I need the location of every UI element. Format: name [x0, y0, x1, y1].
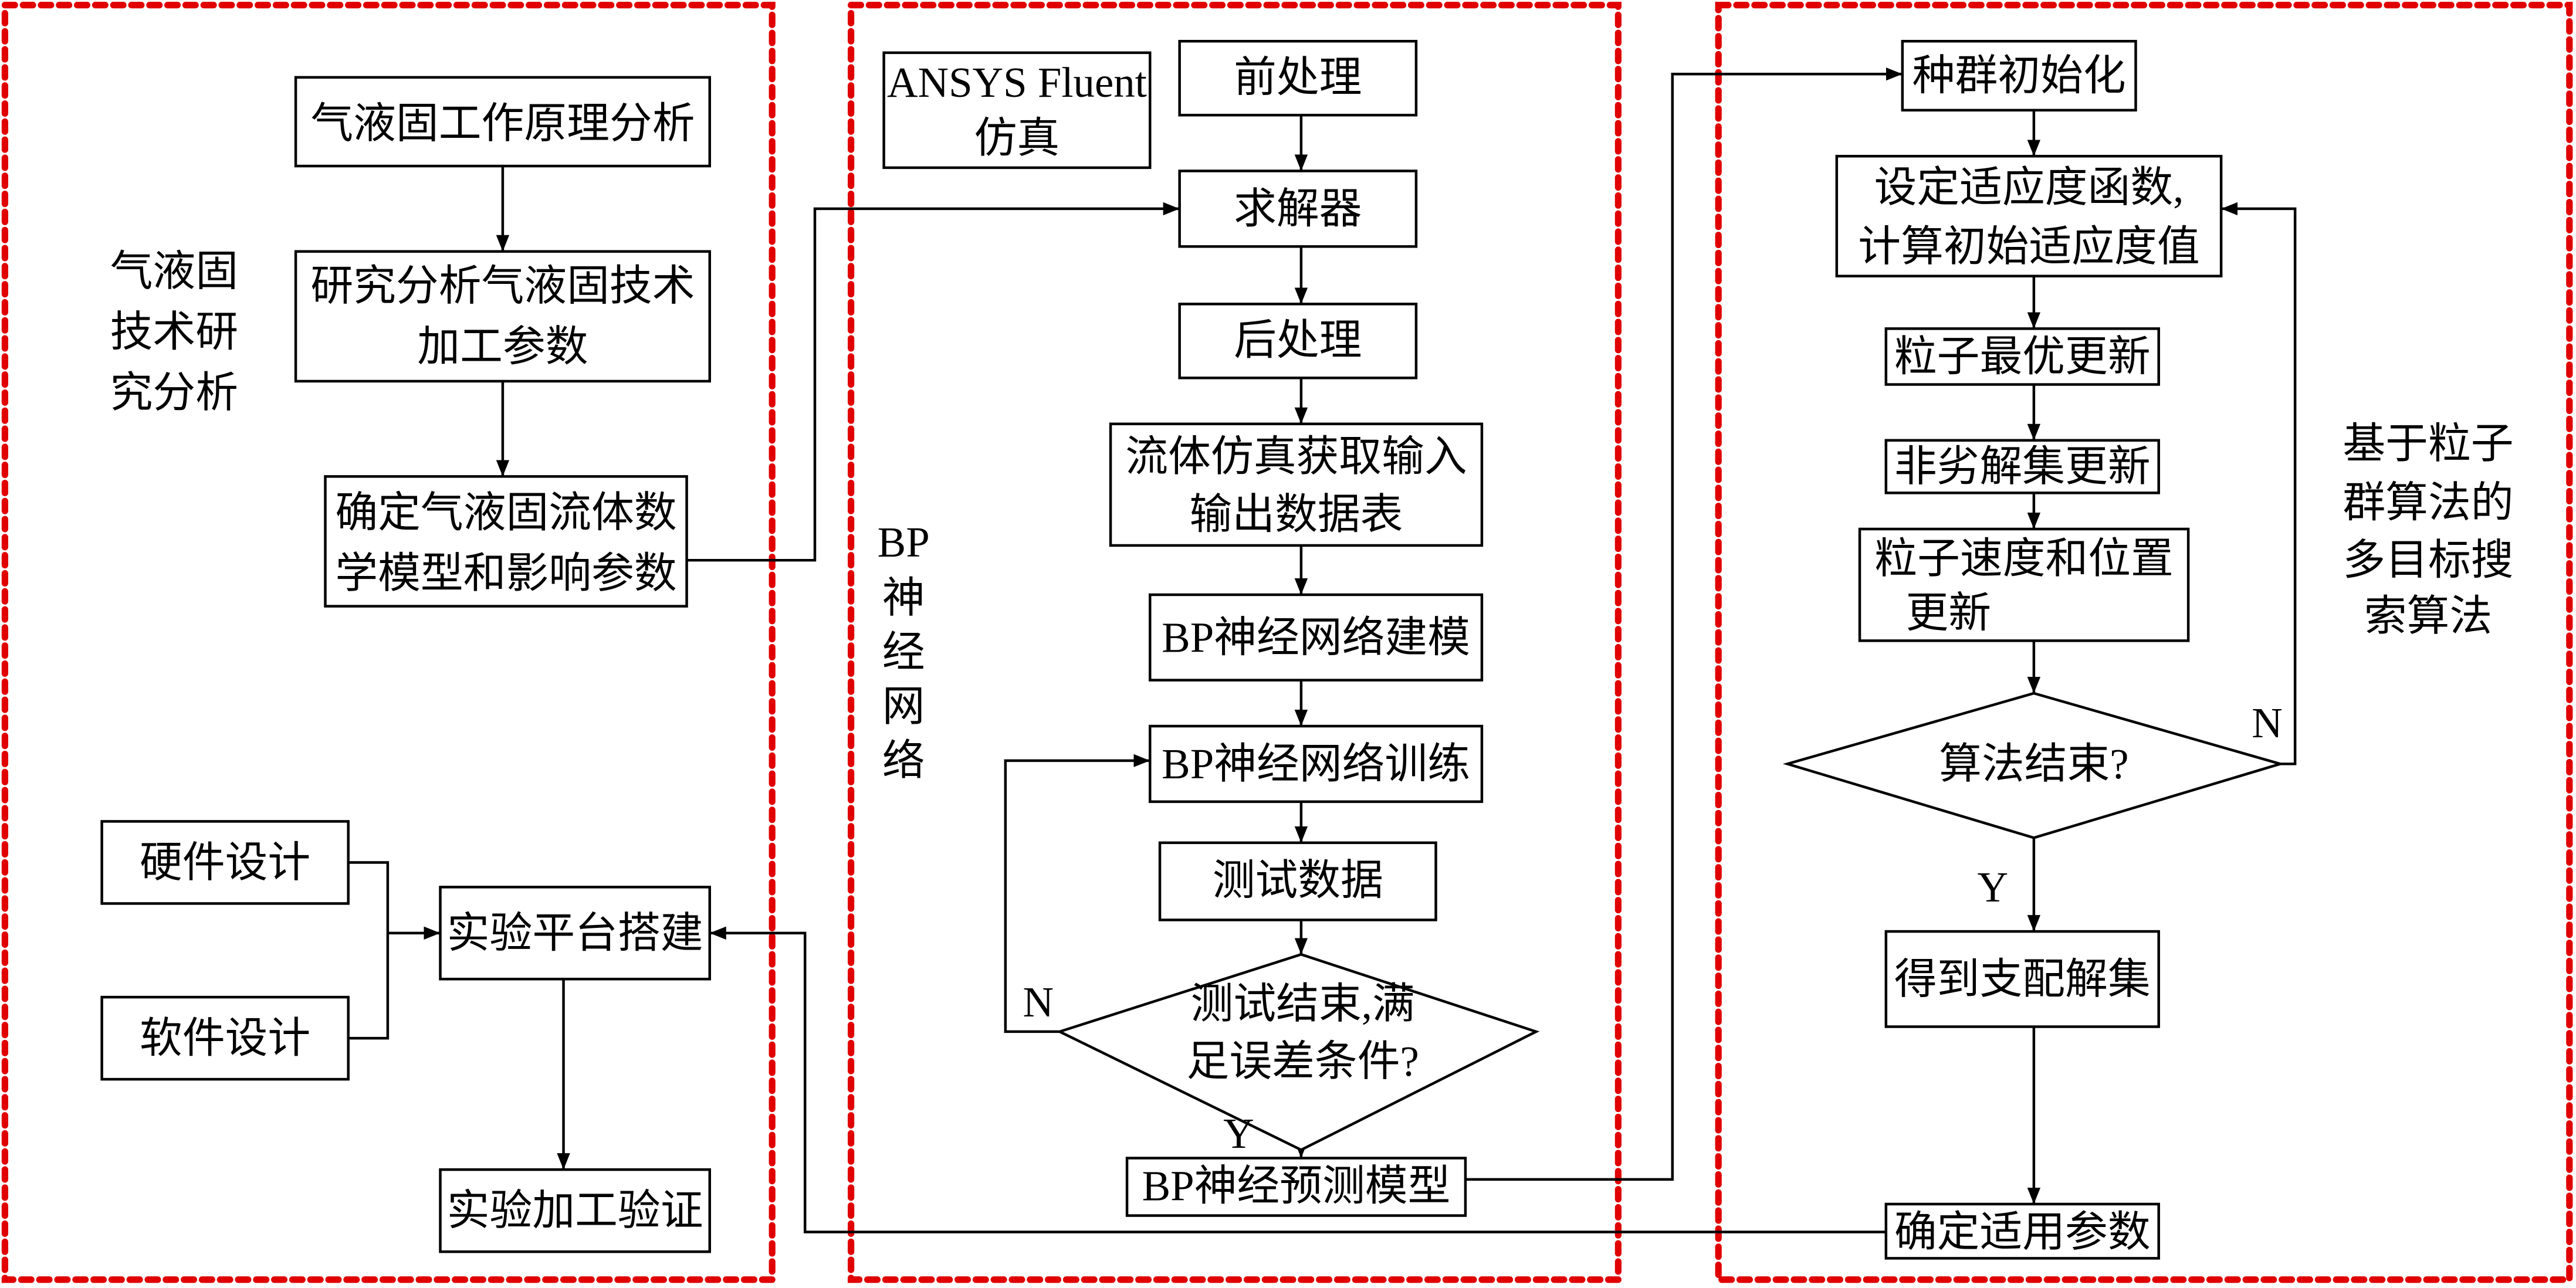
svg-text:究分析: 究分析: [110, 369, 238, 416]
label-no: N: [1023, 978, 1054, 1026]
svg-text:多目标搜: 多目标搜: [2343, 537, 2513, 584]
svg-text:求解器: 求解器: [1234, 185, 1362, 232]
svg-text:计算初始适应度值: 计算初始适应度值: [1858, 223, 2199, 270]
svg-text:神: 神: [882, 574, 925, 622]
svg-text:非劣解集更新: 非劣解集更新: [1894, 443, 2151, 490]
svg-text:实验加工验证: 实验加工验证: [447, 1187, 703, 1235]
label-yes-right: Y: [1978, 863, 2009, 911]
svg-text:粒子最优更新: 粒子最优更新: [1894, 333, 2151, 380]
box-particle-best: 粒子最优更新: [1884, 327, 2160, 386]
svg-text:经: 经: [882, 629, 925, 676]
group-left-border: [1, 2, 776, 1283]
svg-text:仿真: 仿真: [974, 114, 1060, 162]
label-no-right: N: [2252, 699, 2283, 747]
box-solver: 求解器: [1178, 170, 1418, 248]
box-dominant-set: 得到支配解集: [1884, 930, 2160, 1028]
decision-algorithm-end: 算法结束?: [1782, 692, 2285, 839]
decision-test-end: 测试结束,满 足误差条件?: [1056, 953, 1540, 1152]
svg-text:络: 络: [882, 737, 925, 784]
svg-text:网: 网: [882, 683, 925, 730]
svg-text:硬件设计: 硬件设计: [140, 839, 310, 886]
svg-text:群算法的: 群算法的: [2343, 479, 2513, 527]
svg-text:基于粒子: 基于粒子: [2343, 420, 2513, 467]
box-fluid-model: 确定气液固流体数 学模型和影响参数: [324, 475, 688, 608]
box-data-table: 流体仿真获取输入 输出数据表: [1109, 422, 1484, 547]
left-group-label: 气液固 技术研 究分析: [110, 248, 238, 416]
box-platform-setup: 实验平台搭建: [439, 886, 712, 981]
connectors: [348, 67, 2297, 1233]
group-middle-border: [847, 2, 1622, 1283]
svg-text:气液固工作原理分析: 气液固工作原理分析: [310, 100, 695, 147]
svg-text:ANSYS Fluent: ANSYS Fluent: [887, 59, 1147, 106]
svg-text:粒子速度和位置: 粒子速度和位置: [1874, 535, 2174, 582]
middle-group-label: BP 神 经 网 络: [878, 518, 930, 784]
box-postprocessing: 后处理: [1178, 303, 1418, 379]
svg-text:技术研: 技术研: [110, 308, 238, 355]
box-software-design: 软件设计: [100, 995, 350, 1081]
svg-text:确定适用参数: 确定适用参数: [1894, 1208, 2151, 1256]
svg-text:后处理: 后处理: [1234, 316, 1362, 364]
box-hardware-design: 硬件设计: [100, 820, 350, 905]
svg-text:测试结束,满: 测试结束,满: [1191, 980, 1415, 1028]
svg-text:实验平台搭建: 实验平台搭建: [447, 909, 703, 957]
svg-text:更新: 更新: [1905, 589, 1991, 636]
box-bp-training: BP神经网络训练: [1149, 724, 1484, 804]
svg-text:加工参数: 加工参数: [417, 323, 588, 371]
box-preprocessing: 前处理: [1178, 40, 1418, 117]
svg-text:软件设计: 软件设计: [140, 1015, 310, 1062]
svg-text:BP神经网络建模: BP神经网络建模: [1162, 614, 1470, 661]
box-principle-analysis: 气液固工作原理分析: [294, 76, 712, 168]
svg-text:种群初始化: 种群初始化: [1912, 52, 2126, 100]
svg-text:得到支配解集: 得到支配解集: [1894, 955, 2151, 1003]
box-bp-prediction-model: BP神经预测模型: [1125, 1157, 1467, 1217]
svg-text:BP神经网络训练: BP神经网络训练: [1162, 740, 1470, 788]
svg-text:索算法: 索算法: [2364, 592, 2492, 640]
box-bp-modeling: BP神经网络建模: [1149, 593, 1484, 682]
svg-text:设定适应度函数,: 设定适应度函数,: [1874, 164, 2184, 211]
box-test-data: 测试数据: [1158, 841, 1437, 921]
svg-text:BP神经预测模型: BP神经预测模型: [1142, 1162, 1451, 1210]
box-ansys-fluent: ANSYS Fluent 仿真: [882, 51, 1152, 170]
svg-text:足误差条件?: 足误差条件?: [1187, 1038, 1419, 1085]
svg-text:输出数据表: 输出数据表: [1190, 490, 1403, 538]
svg-text:前处理: 前处理: [1234, 53, 1362, 101]
right-group-label: 基于粒子 群算法的 多目标搜 索算法: [2343, 420, 2513, 640]
label-yes: Y: [1223, 1110, 1254, 1157]
svg-text:算法结束?: 算法结束?: [1939, 740, 2129, 788]
group-right-border: [1715, 2, 2573, 1283]
svg-text:测试数据: 测试数据: [1213, 857, 1383, 904]
svg-text:BP: BP: [878, 518, 930, 566]
box-fitness: 设定适应度函数, 计算初始适应度值: [1835, 155, 2223, 277]
box-nondominated: 非劣解集更新: [1884, 439, 2160, 494]
box-applicable-params: 确定适用参数: [1884, 1202, 2160, 1260]
svg-text:学模型和影响参数: 学模型和影响参数: [335, 550, 676, 597]
svg-text:气液固: 气液固: [110, 248, 238, 295]
box-experiment-verify: 实验加工验证: [439, 1168, 712, 1253]
box-velocity-position: 粒子速度和位置 更新: [1858, 527, 2190, 642]
svg-text:流体仿真获取输入: 流体仿真获取输入: [1125, 433, 1467, 480]
svg-text:确定气液固流体数: 确定气液固流体数: [335, 489, 676, 536]
box-population-init: 种群初始化: [1901, 40, 2137, 112]
box-process-parameters: 研究分析气液固技术 加工参数: [294, 250, 712, 383]
svg-text:研究分析气液固技术: 研究分析气液固技术: [310, 262, 695, 310]
